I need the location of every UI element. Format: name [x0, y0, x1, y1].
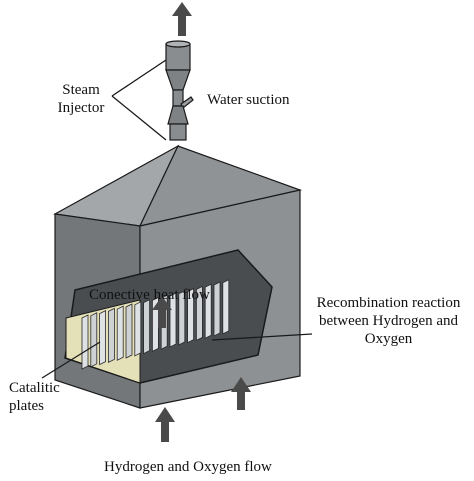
catalytic-plate [143, 298, 151, 355]
catalytic-plate [187, 287, 195, 344]
catalytic-plate [116, 305, 124, 361]
catalytic-plate [204, 283, 212, 339]
catalytic-plate [169, 292, 177, 348]
water-suction-label: Water suction [207, 92, 290, 108]
conective-heat-flow-label: Conective heat flow [89, 287, 210, 303]
steam-injector-label: Steam Injector [57, 82, 105, 116]
hydrogen-oxygen-flow-label: Hydrogen and Oxygen flow [104, 459, 272, 475]
catalytic-plate [99, 309, 106, 366]
catalytic-plate [195, 285, 203, 342]
catalitic-plates-label: Catalitic plates [9, 380, 60, 414]
catalitic-plates-pointer [41, 341, 101, 379]
steam-injector-pointer [111, 59, 167, 141]
catalytic-plate [213, 281, 221, 337]
catalytic-plate [222, 279, 230, 335]
catalytic-plate [178, 290, 186, 346]
recombination-pointer [211, 333, 313, 341]
catalytic-plate [81, 314, 89, 370]
catalytic-plate [108, 307, 115, 364]
catalytic-plate [125, 303, 133, 359]
inlet-arrow-right-icon [231, 377, 251, 410]
heat-flow-arrow-icon [152, 296, 172, 328]
inlet-arrow-left-icon [155, 407, 175, 442]
steam-injector [165, 40, 194, 141]
catalytic-plate [90, 312, 98, 368]
recombination-reaction-label: Recombination reaction between Hydrogen … [316, 295, 461, 347]
catalytic-plate [134, 301, 142, 357]
exhaust-arrow-icon [172, 2, 192, 36]
catalytic-plate [151, 296, 159, 353]
